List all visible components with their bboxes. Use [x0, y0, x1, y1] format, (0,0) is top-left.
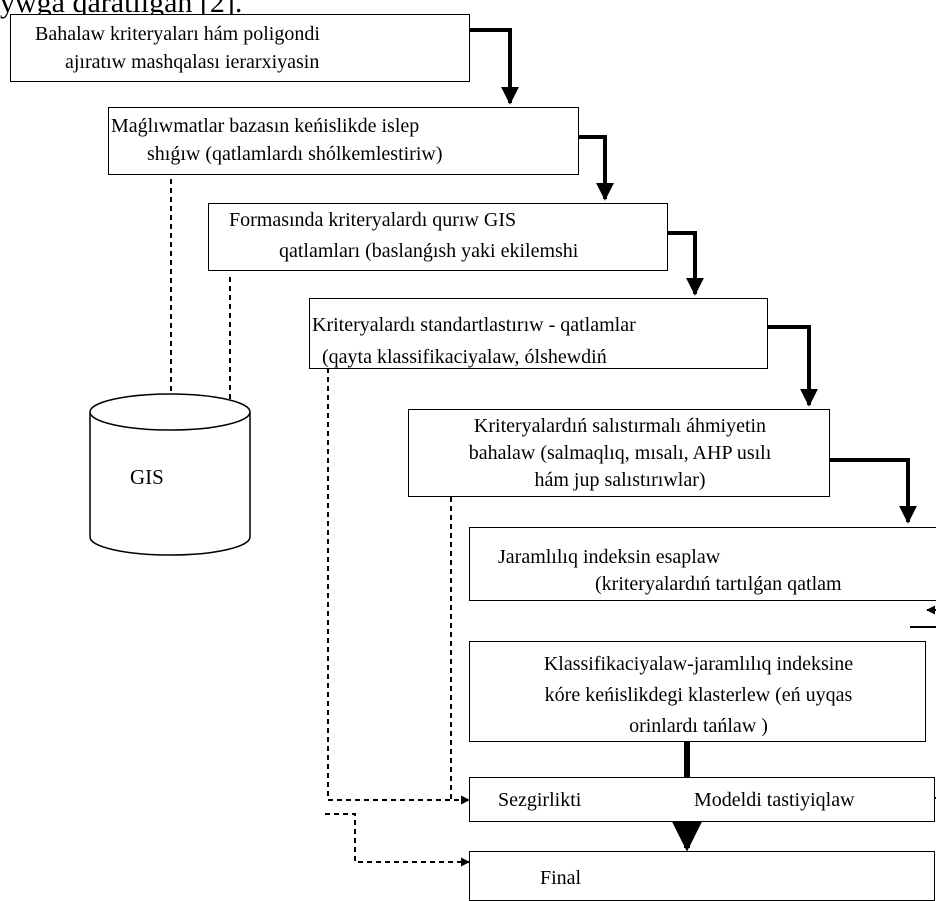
step-6-line-1: Jaramlılıq indeksin esaplaw: [498, 546, 721, 568]
step-5-line-3: hám jup salıstırıwlar): [534, 469, 706, 491]
step-box-1: Bahalaw kriteryaları hám poligondi ajıra…: [10, 14, 470, 82]
step-6-line-2: (kriteryalardıń tartılǵan qatlam: [595, 573, 842, 595]
step-5-line-1: Kriteryalardıń salıstırmalı áhmiyetin: [473, 415, 767, 437]
step-1-line-2: ajıratıw mashqalası ierarxiyasin: [65, 51, 320, 73]
step-box-4: Kriteryalardı standartlastırıw - qatlaml…: [309, 298, 768, 369]
step-box-2: Maǵlıwmatlar bazasın keńislikde islep sh…: [108, 107, 579, 175]
step-7-line-1: Klassifikaciyalaw-jaramlılıq indeksine: [543, 653, 854, 675]
flow-arrow-5: [830, 458, 917, 524]
flow-arrow-1: [470, 28, 519, 105]
step-3-line-1: Formasında kriteryalardı qurıw GIS: [229, 209, 517, 231]
dashed-feedback-1: [327, 368, 470, 805]
step-2-line-1: Maǵlıwmatlar bazasın keńislikde islep: [111, 115, 420, 137]
flow-arrow-2: [579, 135, 614, 201]
step-3-line-2: qatlamları (baslanǵısh yaki ekilemshi: [279, 240, 579, 262]
step-2-line-2: shıǵıw (qatlamlardı shólkemlestiriw): [147, 143, 443, 165]
step-8-line-1: Sezgirlikti: [498, 789, 582, 811]
flow-arrow-3: [668, 231, 704, 296]
database-label: GIS: [130, 465, 164, 489]
step-7-line-3: orinlardı tańlaw ): [629, 715, 768, 737]
step-5-line-2: bahalaw (salmaqlıq, mısalı, AHP usılı: [468, 442, 772, 464]
dashed-feedback-3: [325, 813, 470, 867]
step-4-line-1: Kriteryalardı standartlastırıw - qatlaml…: [312, 314, 636, 336]
step-8-line-2: Modeldi tastiyiqlaw: [694, 789, 855, 811]
step-4-line-2: (qayta klassifikaciyalaw, ólshewdiń: [322, 346, 607, 368]
step-box-3: Formasında kriteryalardı qurıw GIS qatla…: [208, 203, 668, 271]
flow-arrow-4: [768, 325, 818, 407]
step-box-6: Jaramlılıq indeksin esaplaw (kriteryalar…: [469, 527, 936, 601]
database-cylinder: [89, 393, 251, 556]
step-9-line-1: Final: [540, 867, 582, 889]
step-box-7: Klassifikaciyalaw-jaramlılıq indeksine k…: [469, 641, 926, 742]
step-7-line-2: kóre keńislikdegi klasterlew (eń uyqas: [544, 684, 853, 706]
step-box-5: Kriteryalardıń salıstırmalı áhmiyetin ba…: [408, 409, 830, 497]
step-box-8: Sezgirlikti Modeldi tastiyiqlaw: [469, 777, 935, 822]
step-1-line-1: Bahalaw kriteryaları hám poligondi: [35, 23, 320, 45]
